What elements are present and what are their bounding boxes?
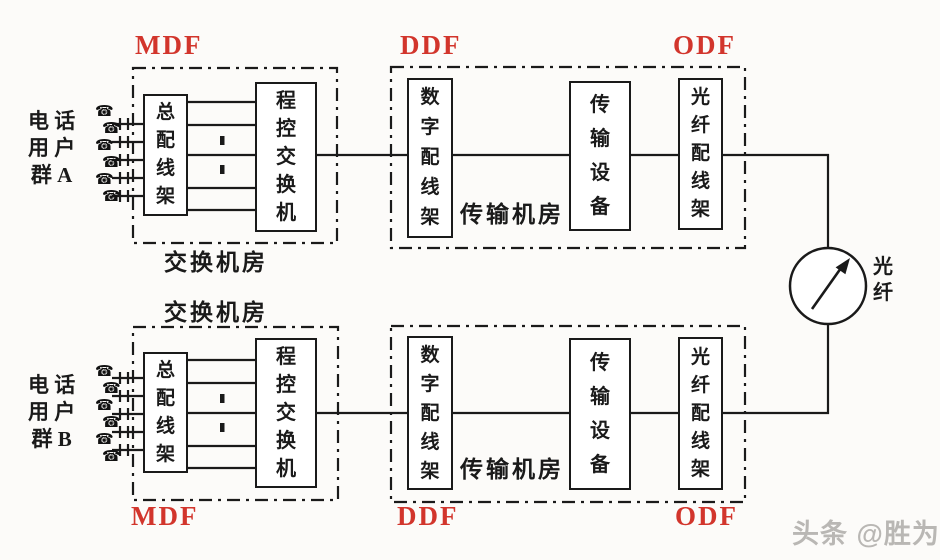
transmission-room-label-a: 传输机房 <box>460 202 564 227</box>
main-distribution-frame-box-a: 总配线架 <box>143 94 188 216</box>
user-group-b-label: 电 话 用 户 群 B <box>28 373 76 451</box>
box-label: 数字配线架 <box>420 87 440 228</box>
box-label: 总配线架 <box>155 359 175 465</box>
telephone-icon: ☎ <box>102 119 121 137</box>
telephone-icon: ☎ <box>95 170 114 188</box>
box-label: 光纤配线架 <box>690 346 710 480</box>
main-distribution-frame-box-b: 总配线架 <box>143 352 188 473</box>
ddf-label-a: DDF <box>400 30 462 60</box>
telephone-icon: ☎ <box>95 362 114 380</box>
fiber-link-label: 光 纤 <box>873 256 893 304</box>
switch-room-label-b: 交换机房 <box>164 300 268 325</box>
digital-distribution-frame-box-b: 数字配线架 <box>407 336 453 490</box>
frame-to-switch-lines-a <box>188 100 255 212</box>
subscriber-line-ticks-b <box>118 372 130 456</box>
box-label: 数字配线架 <box>420 344 440 482</box>
mdf-label-a: MDF <box>135 30 203 60</box>
transmission-room-label-b: 传输机房 <box>460 457 564 482</box>
switch-room-label-a: 交换机房 <box>164 250 268 275</box>
transmission-equipment-box-b: 传输设备 <box>569 338 631 490</box>
transmission-equipment-box-a: 传输设备 <box>569 81 631 231</box>
telephone-group-b: ☎ ☎ ☎ ☎ ☎ ☎ <box>95 363 121 465</box>
box-label: 传输设备 <box>590 352 610 476</box>
telephone-icon: ☎ <box>102 379 121 397</box>
fiber-meter-arrowhead-icon <box>835 258 850 275</box>
box-label: 总配线架 <box>155 102 175 207</box>
digital-distribution-frame-box-a: 数字配线架 <box>407 78 453 238</box>
mdf-label-b: MDF <box>131 501 199 531</box>
box-label: 传输设备 <box>590 94 610 218</box>
box-label: 程控交换机 <box>276 346 296 480</box>
frame-to-switch-lines-b <box>188 358 255 470</box>
program-controlled-switch-box-a: 程控交换机 <box>255 82 317 232</box>
program-controlled-switch-box-b: 程控交换机 <box>255 338 317 488</box>
telephone-icon: ☎ <box>95 396 114 414</box>
telephone-icon: ☎ <box>102 447 121 465</box>
subscriber-line-ticks-a <box>118 118 130 202</box>
user-group-a-label: 电 话 用 户 群 A <box>28 109 76 187</box>
ellipsis-dot <box>220 136 225 145</box>
trunk-line-a <box>317 153 830 248</box>
trunk-line-b <box>317 324 830 415</box>
transmission-room-a-border <box>389 65 747 250</box>
fiber-meter-needle <box>810 267 843 310</box>
odf-label-a: ODF <box>673 30 736 60</box>
ellipsis-dot <box>220 423 225 432</box>
box-label: 程控交换机 <box>276 90 296 224</box>
ddf-label-b: DDF <box>397 501 459 531</box>
telephone-icon: ☎ <box>102 413 121 431</box>
odf-label-b: ODF <box>675 501 738 531</box>
telephone-icon: ☎ <box>95 102 114 120</box>
telephone-group-a: ☎ ☎ ☎ ☎ ☎ ☎ <box>95 103 121 205</box>
optical-distribution-frame-box-b: 光纤配线架 <box>678 337 723 490</box>
telephone-icon: ☎ <box>102 187 121 205</box>
optical-distribution-frame-box-a: 光纤配线架 <box>678 78 723 230</box>
ellipsis-dot <box>220 394 225 403</box>
watermark-text: 头条 @胜为 <box>792 519 940 549</box>
telephone-icon: ☎ <box>102 153 121 171</box>
telephone-icon: ☎ <box>95 136 114 154</box>
telephone-icon: ☎ <box>95 430 114 448</box>
box-label: 光纤配线架 <box>690 87 710 220</box>
ellipsis-dot <box>220 165 225 174</box>
